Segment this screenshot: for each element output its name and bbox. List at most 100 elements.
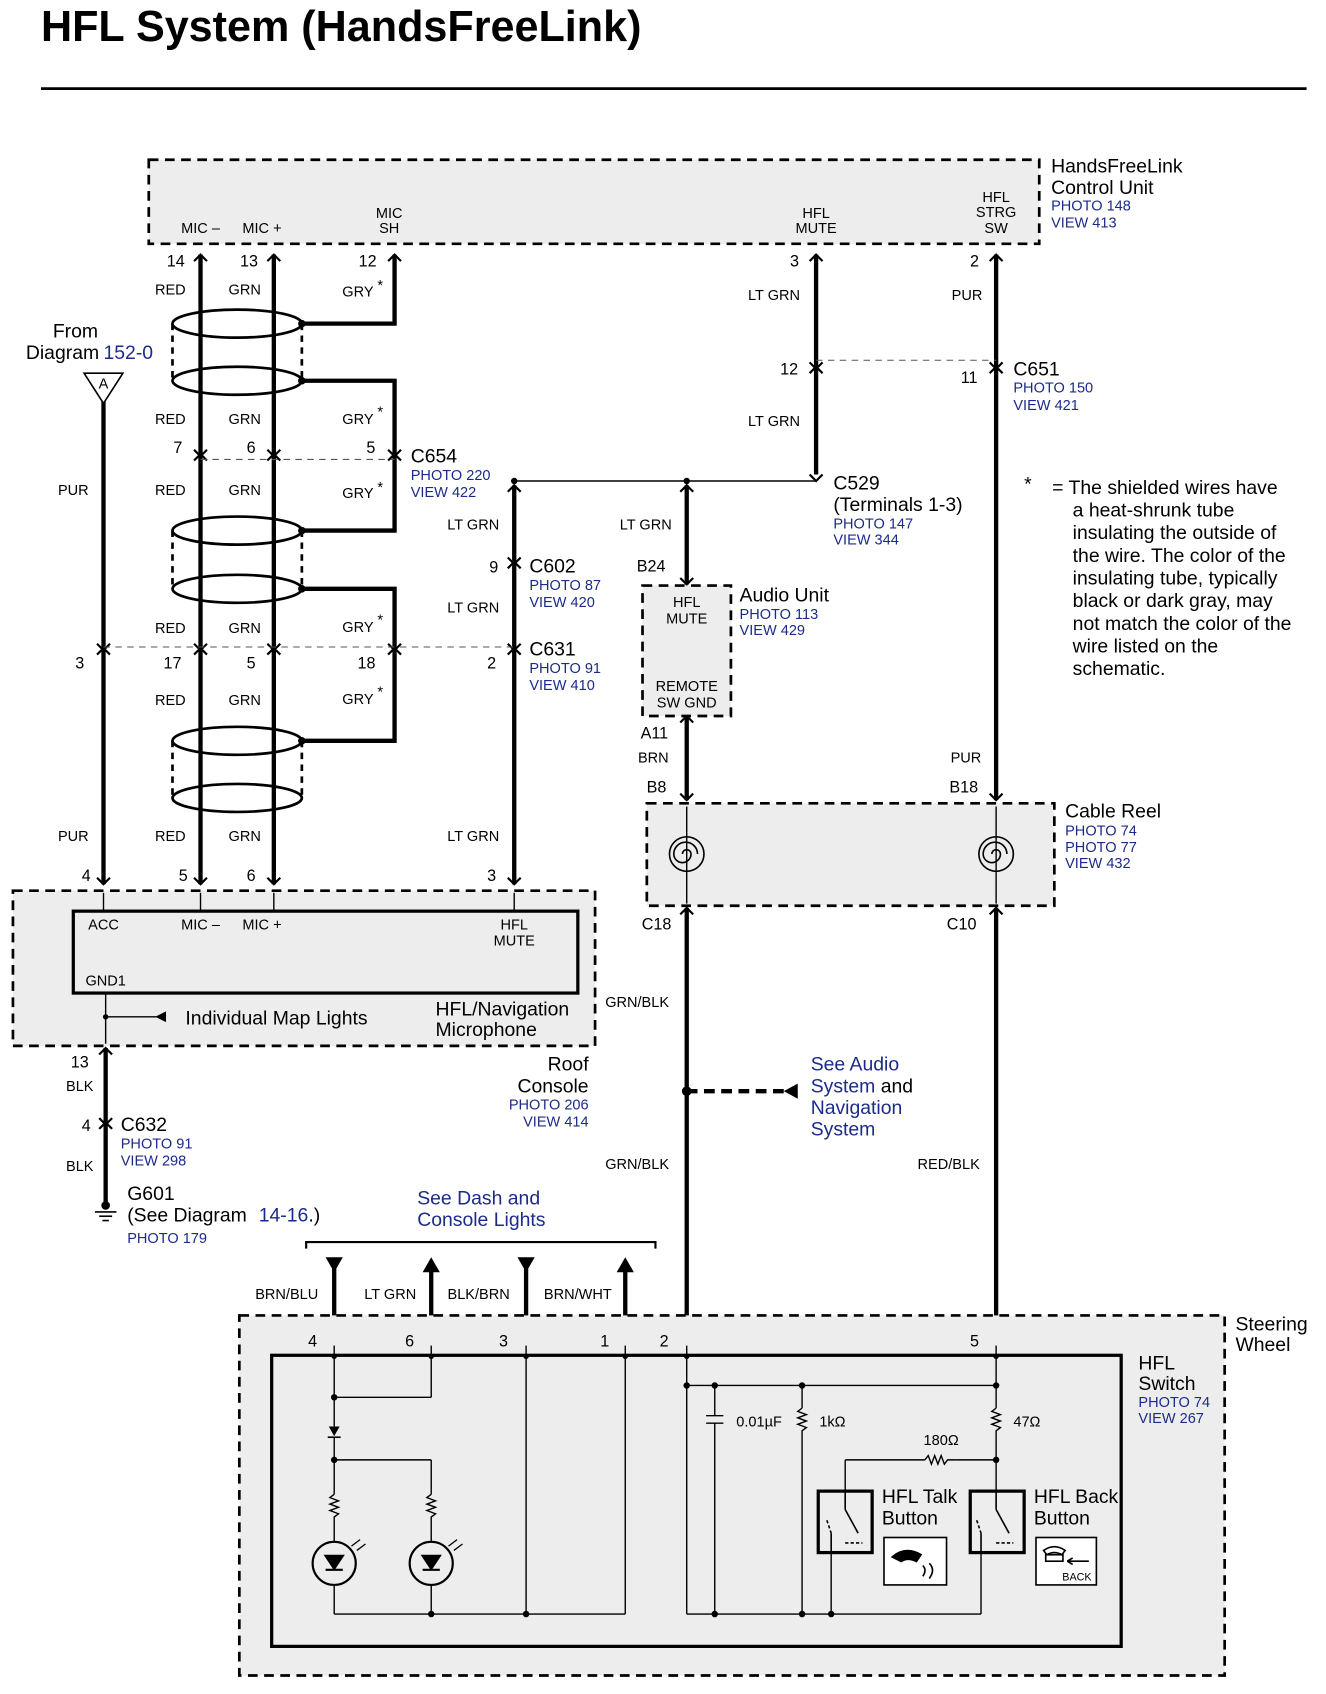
mic-pin-6: 6 (247, 867, 256, 885)
cable-reel-photo-1: PHOTO 74 (1065, 824, 1137, 840)
chevron-c631-17 (193, 643, 208, 656)
see-audio-3: Navigation (811, 1097, 903, 1119)
wire-label-gry: GRY (342, 620, 374, 636)
wire-label-grn: GRN (229, 283, 261, 299)
mic-plus-label: MIC + (242, 917, 281, 933)
page-title: HFL System (HandsFreeLink) (41, 3, 641, 51)
steering-wheel-box (237, 1314, 1227, 1677)
node-dot (992, 1382, 1000, 1389)
see-dash-1: See Dash and (417, 1187, 540, 1209)
wire-label-red-blk: RED/BLK (918, 1157, 981, 1173)
microphone-name-2: Microphone (436, 1019, 537, 1041)
ground-see: (See Diagram (127, 1205, 247, 1227)
chevron-c654-6 (266, 448, 282, 462)
switch-network (686, 1345, 1003, 1615)
roof-console-name: Roof (548, 1054, 590, 1076)
mic-pin-4: 4 (82, 867, 91, 885)
note-line-7: not match the color of the (1073, 613, 1292, 635)
steering-name-2: Wheel (1235, 1334, 1290, 1356)
chevron-cu-3 (808, 253, 824, 262)
c651-name: C651 (1013, 358, 1059, 380)
chevron-mic-5 (193, 876, 208, 886)
ground-name: G601 (127, 1183, 174, 1205)
node-dot (330, 1394, 338, 1401)
chevron-cu-13 (266, 253, 282, 262)
note-line-3: insulating the outside of (1073, 522, 1277, 544)
chevron-c632-4 (98, 1117, 113, 1130)
arrow-up-icon (422, 1257, 440, 1273)
c651-view: VIEW 421 (1013, 398, 1079, 414)
cable-reel-photo-2: PHOTO 77 (1065, 840, 1137, 856)
cable-reel-name: Cable Reel (1065, 800, 1161, 822)
reel-pin-c18: C18 (642, 915, 672, 933)
arrow-down-icon (517, 1257, 535, 1273)
c654-pin-5: 5 (366, 439, 375, 457)
c602-photo: PHOTO 87 (529, 578, 601, 594)
shield-top-3 (171, 725, 304, 757)
ground-dot (101, 1201, 110, 1210)
wire-label-red: RED (155, 412, 186, 428)
cable-reel-view: VIEW 432 (1065, 856, 1130, 872)
c529-photo: PHOTO 147 (833, 516, 913, 532)
wire-label-grn: GRN (229, 412, 261, 428)
c602-view: VIEW 420 (529, 595, 595, 611)
cu-pin-3: 3 (790, 252, 799, 270)
sw-pin-2: 2 (660, 1333, 669, 1351)
pin-label-mic-sh-2: SH (379, 221, 399, 237)
talk-button-label: HFL Talk (882, 1486, 958, 1508)
c529-sub: (Terminals 1-3) (833, 494, 962, 516)
chevron-c631-18 (387, 643, 402, 656)
chevron-mic-3 (506, 876, 522, 886)
control-unit-view: VIEW 413 (1051, 216, 1117, 232)
wire-label-ltgrn: LT GRN (620, 518, 672, 534)
audio-pin-a11: A11 (641, 725, 669, 743)
c632-photo: PHOTO 91 (121, 1136, 193, 1152)
chevron-b24 (679, 577, 694, 587)
audio-label-swgnd: SW GND (657, 695, 717, 711)
chevron-mic-4 (96, 876, 111, 886)
see-audio-2: System and (811, 1075, 913, 1097)
wire-label-star: * (377, 404, 383, 420)
see-dash-2: Console Lights (417, 1209, 545, 1231)
chevron-c10 (988, 906, 1004, 916)
chevron-c651-11 (988, 361, 1004, 374)
chevron-c602-top (506, 483, 522, 493)
node-dot (522, 1610, 530, 1618)
ground-photo: PHOTO 179 (127, 1231, 207, 1247)
wire-label-gry: GRY (342, 285, 374, 301)
mic-mute-label: MUTE (494, 934, 536, 950)
wire-label-blk-brn: BLK/BRN (448, 1287, 510, 1303)
wire-gry-1 (301, 254, 397, 326)
c651-pin-11: 11 (961, 369, 978, 387)
roof-console-view: VIEW 414 (523, 1115, 589, 1131)
coil-icon (978, 835, 1015, 873)
wire-label-red: RED (155, 483, 186, 499)
c654-pin-6: 6 (247, 439, 256, 457)
c631-photo: PHOTO 91 (529, 661, 601, 677)
wire-label-grn: GRN (229, 829, 261, 845)
chevron-c631-5 (266, 643, 282, 656)
wire-label-star: * (377, 685, 383, 701)
reel-pin-b18: B18 (949, 779, 978, 797)
wire-label-grn-blk: GRN/BLK (605, 1157, 669, 1173)
wire-label-brn: BRN (638, 750, 669, 766)
control-unit-name-2: Control Unit (1051, 177, 1154, 199)
node-dot (798, 1610, 806, 1618)
note-line-2: a heat-shrunk tube (1073, 500, 1235, 522)
c602-name: C602 (529, 556, 575, 578)
r1-label: 1kΩ (819, 1414, 845, 1430)
wire-label-grn: GRN (229, 483, 261, 499)
audio-unit-name: Audio Unit (740, 585, 830, 607)
c654-pin-7: 7 (173, 439, 182, 457)
back-switch-icon (975, 1491, 1014, 1553)
r2-label: 180Ω (924, 1433, 959, 1449)
reel-pin-c10: C10 (947, 915, 977, 933)
pin-label-hfl-mute-2: MUTE (795, 221, 837, 237)
node-dot (428, 1353, 434, 1360)
wire-label-brn-wht: BRN/WHT (544, 1287, 612, 1303)
note-line-8: wire listed on the (1072, 635, 1219, 657)
marker-letter: A (99, 376, 109, 392)
microphone-name: HFL/Navigation (436, 999, 570, 1021)
node-dot (827, 1610, 835, 1618)
sw-pin-4: 4 (308, 1333, 317, 1351)
